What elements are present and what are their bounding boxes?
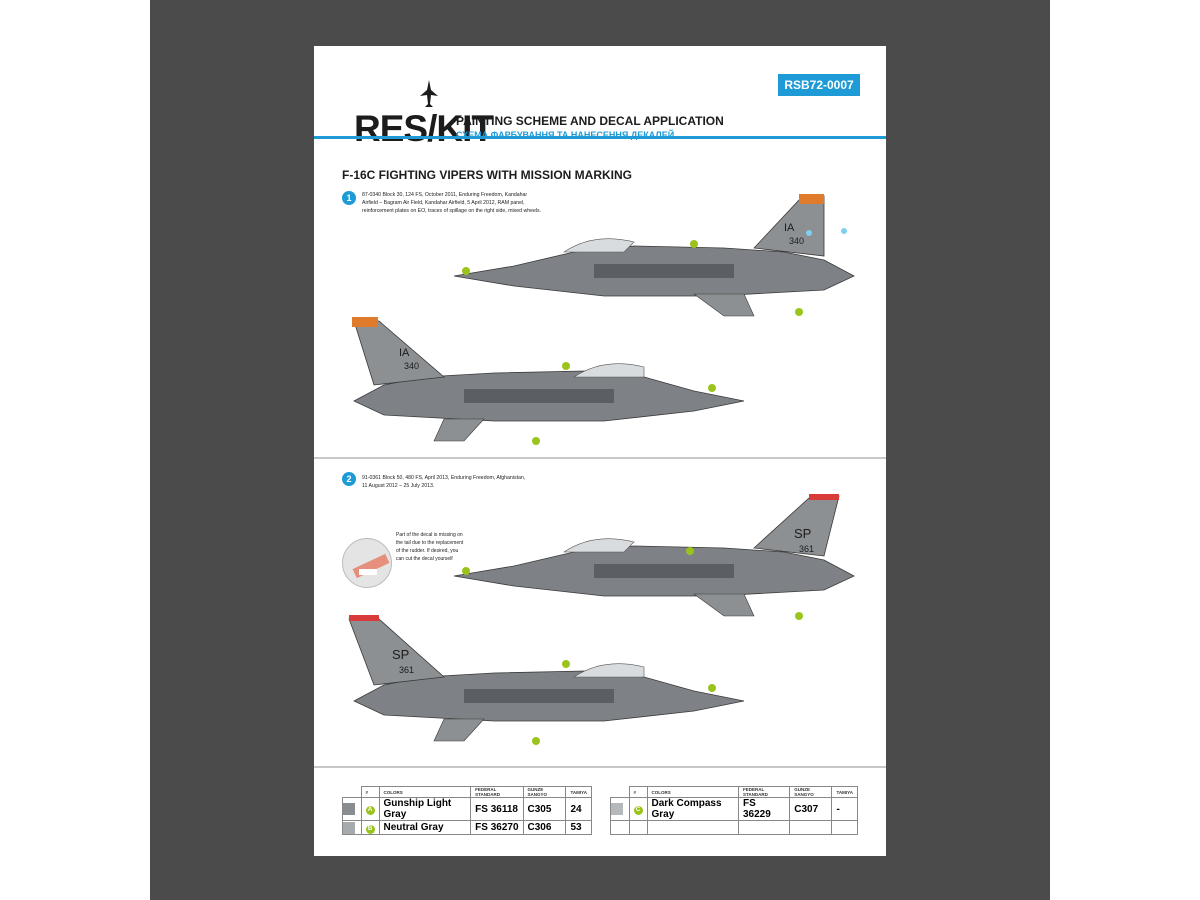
header-tamiya: TAMIYA <box>565 786 592 798</box>
color-badge: B <box>365 824 375 834</box>
color-badge: C <box>633 806 643 815</box>
color-fs: FS 36270 <box>470 820 524 835</box>
jet-1-left-profile: IA 340 <box>352 317 745 445</box>
section-1-description: 87-0340 Block 30, 124 FS, October 2011, … <box>362 192 542 214</box>
header-title-ua: СХЕМА ФАРБУВАННЯ ТА НАНЕСЕННЯ ДЕКАЛЕЙ <box>456 130 675 140</box>
color-fs: FS 36118 <box>470 797 524 821</box>
color-name: Dark Compass Gray <box>646 797 739 821</box>
colors-table-right: # COLORS FEDERAL STANDARD GUNZE SANGYO T… <box>610 786 858 835</box>
tail-code-1a: IA <box>784 222 795 234</box>
jet-2-right-profile: SP 361 <box>454 494 855 620</box>
color-gunze: C305 <box>522 797 567 821</box>
color-badge: A <box>365 806 375 815</box>
color-gunze: C306 <box>522 820 567 835</box>
table-row: B Neutral Gray FS 36270 C306 53 <box>342 820 592 835</box>
jet-logo-icon <box>420 80 438 107</box>
table-row <box>610 820 858 835</box>
brand-logo: RES/KIT <box>354 108 494 149</box>
tail-num-2b: 361 <box>399 665 414 675</box>
table-row: C Dark Compass Gray FS 36229 C307 - <box>610 797 858 821</box>
table-header-row: # COLORS FEDERAL STANDARD GUNZE SANGYO T… <box>342 786 592 798</box>
header-gunze: GUNZE SANGYO <box>789 786 833 798</box>
sheet-subtitle: F-16C FIGHTING VIPERS WITH MISSION MARKI… <box>342 168 633 182</box>
colors-table-left: # COLORS FEDERAL STANDARD GUNZE SANGYO T… <box>342 786 592 835</box>
section-divider <box>314 457 886 459</box>
instruction-sheet: RES/KIT RSB72-0007 PAINTING SCHEME AND D… <box>314 46 886 856</box>
table-row: A Gunship Light Gray FS 36118 C305 24 <box>342 797 592 821</box>
color-name: Neutral Gray <box>378 820 472 835</box>
tail-num-1a: 340 <box>789 236 804 246</box>
header-title: PAINTING SCHEME AND DECAL APPLICATION <box>456 114 724 128</box>
tail-num-2a: 361 <box>799 544 814 554</box>
color-gunze: C307 <box>789 797 833 821</box>
section-1-number: 1 <box>342 191 356 205</box>
color-swatch <box>343 821 355 834</box>
tail-code-1b: IA <box>399 347 410 359</box>
product-code-badge: RSB72-0007 <box>778 74 860 96</box>
header-colors: COLORS <box>378 786 472 798</box>
table-header-row: # COLORS FEDERAL STANDARD GUNZE SANGYO T… <box>610 786 858 798</box>
color-tamiya: - <box>831 797 858 821</box>
header-fs: FEDERAL STANDARD <box>737 786 791 798</box>
section-2-number: 2 <box>342 472 356 486</box>
header-number: # <box>360 786 380 798</box>
color-swatch <box>611 803 623 815</box>
header-number: # <box>628 786 648 798</box>
color-tamiya: 24 <box>565 797 592 821</box>
jet-1-right-profile: IA 340 <box>454 194 855 317</box>
rudder-detail-magnifier <box>342 538 392 588</box>
color-tamiya: 53 <box>565 820 592 835</box>
header-colors: COLORS <box>646 786 739 798</box>
tail-code-2b: SP <box>392 647 409 662</box>
section-2-description: 91-0361 Block 50, 480 FS, April 2013, En… <box>362 475 526 489</box>
header-gunze: GUNZE SANGYO <box>522 786 567 798</box>
color-fs: FS 36229 <box>737 797 791 821</box>
tail-code-2a: SP <box>794 526 811 541</box>
color-name: Gunship Light Gray <box>378 797 472 821</box>
color-swatch <box>343 803 355 815</box>
rudder-note: Part of the decal is missing on the tail… <box>396 532 464 562</box>
header-tamiya: TAMIYA <box>831 786 858 798</box>
jet-2-left-profile: SP 361 <box>348 615 745 745</box>
header-fs: FEDERAL STANDARD <box>470 786 524 798</box>
header-rule <box>314 136 886 139</box>
tail-num-1b: 340 <box>404 361 419 371</box>
table-divider <box>314 766 886 768</box>
